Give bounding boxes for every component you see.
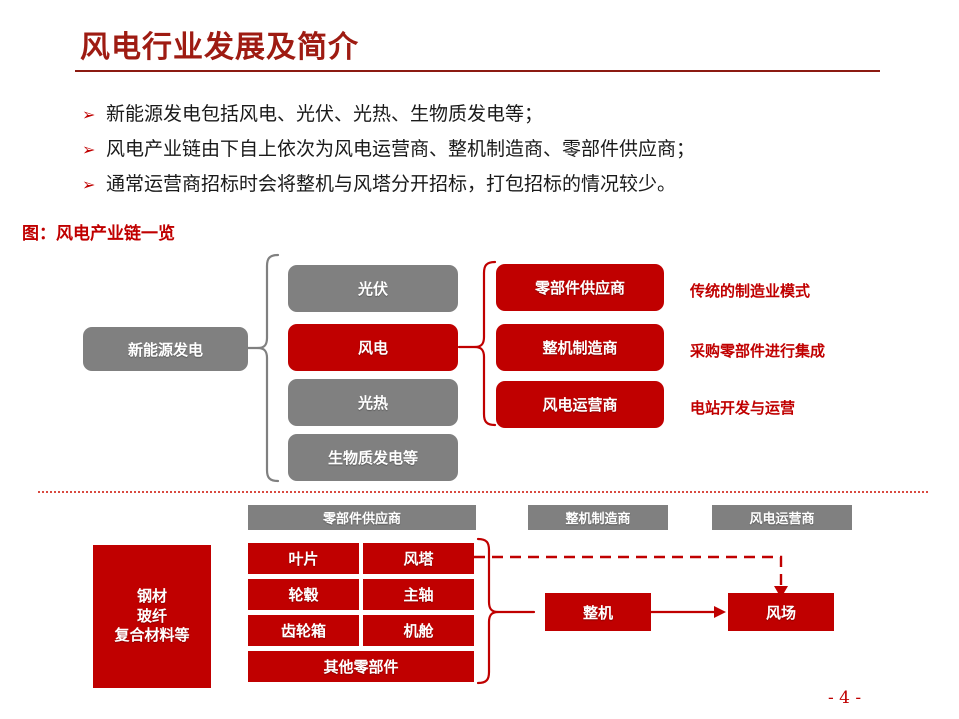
raw-material-line: 复合材料等 [114,626,190,645]
note-wind-operator: 电站开发与运营 [690,399,796,417]
node-solar-thermal[interactable]: 光热 [288,379,458,426]
node-gearbox[interactable]: 齿轮箱 [248,615,359,646]
arrow-bullet-icon: ➢ [82,105,96,124]
page-number: - 4 - [828,688,862,708]
note-turbine-manufacturer: 采购零部件进行集成 [690,342,826,360]
node-component-supplier[interactable]: 零部件供应商 [496,264,664,311]
node-new-energy-generation[interactable]: 新能源发电 [83,327,248,371]
bullet-item: ➢ 风电产业链由下自上依次为风电运营商、整机制造商、零部件供应商； [78,135,938,170]
node-wind-power[interactable]: 风电 [288,324,458,371]
assembly-to-farm-arrow-icon [650,606,726,618]
node-wind-operator[interactable]: 风电运营商 [496,381,664,428]
header-component-supplier: 零部件供应商 [248,505,476,530]
arrow-bullet-icon: ➢ [82,175,96,194]
bullet-text: 通常运营商招标时会将整机与风塔分开招标，打包招标的情况较少。 [106,173,677,195]
arrow-bullet-icon: ➢ [82,140,96,159]
section-divider [38,491,928,493]
node-tower[interactable]: 风塔 [363,543,474,574]
node-raw-materials[interactable]: 钢材 玻纤 复合材料等 [93,545,211,688]
header-turbine-manufacturer: 整机制造商 [528,505,668,530]
node-biomass-generation[interactable]: 生物质发电等 [288,434,458,481]
figure-caption: 图：风电产业链一览 [22,224,175,244]
raw-material-line: 钢材 [136,586,167,605]
node-assembly[interactable]: 整机 [545,593,651,631]
node-turbine-manufacturer[interactable]: 整机制造商 [496,324,664,371]
node-wind-farm[interactable]: 风场 [728,593,834,631]
note-component-supplier: 传统的制造业模式 [690,282,811,300]
gray-brace-icon [242,253,280,483]
bullet-item: ➢ 新能源发电包括风电、光伏、光热、生物质发电等； [78,100,938,135]
bullet-text: 风电产业链由下自上依次为风电运营商、整机制造商、零部件供应商； [106,138,696,160]
header-wind-operator: 风电运营商 [712,505,852,530]
node-blade[interactable]: 叶片 [248,543,359,574]
red-brace-icon [457,260,497,427]
bullet-text: 新能源发电包括风电、光伏、光热、生物质发电等； [106,103,544,125]
title-underline [75,70,880,72]
node-photovoltaic[interactable]: 光伏 [288,265,458,312]
bullet-list: ➢ 新能源发电包括风电、光伏、光热、生物质发电等； ➢ 风电产业链由下自上依次为… [78,100,938,205]
red-brace-bottom-icon [476,537,536,685]
node-other-components[interactable]: 其他零部件 [248,651,474,682]
node-hub[interactable]: 轮毂 [248,579,359,610]
raw-material-line: 玻纤 [136,606,167,625]
bullet-item: ➢ 通常运营商招标时会将整机与风塔分开招标，打包招标的情况较少。 [78,170,938,205]
page-title: 风电行业发展及简介 [80,30,359,65]
tower-to-farm-dashed-arrow-icon [474,555,783,588]
node-nacelle[interactable]: 机舱 [363,615,474,646]
node-main-shaft[interactable]: 主轴 [363,579,474,610]
